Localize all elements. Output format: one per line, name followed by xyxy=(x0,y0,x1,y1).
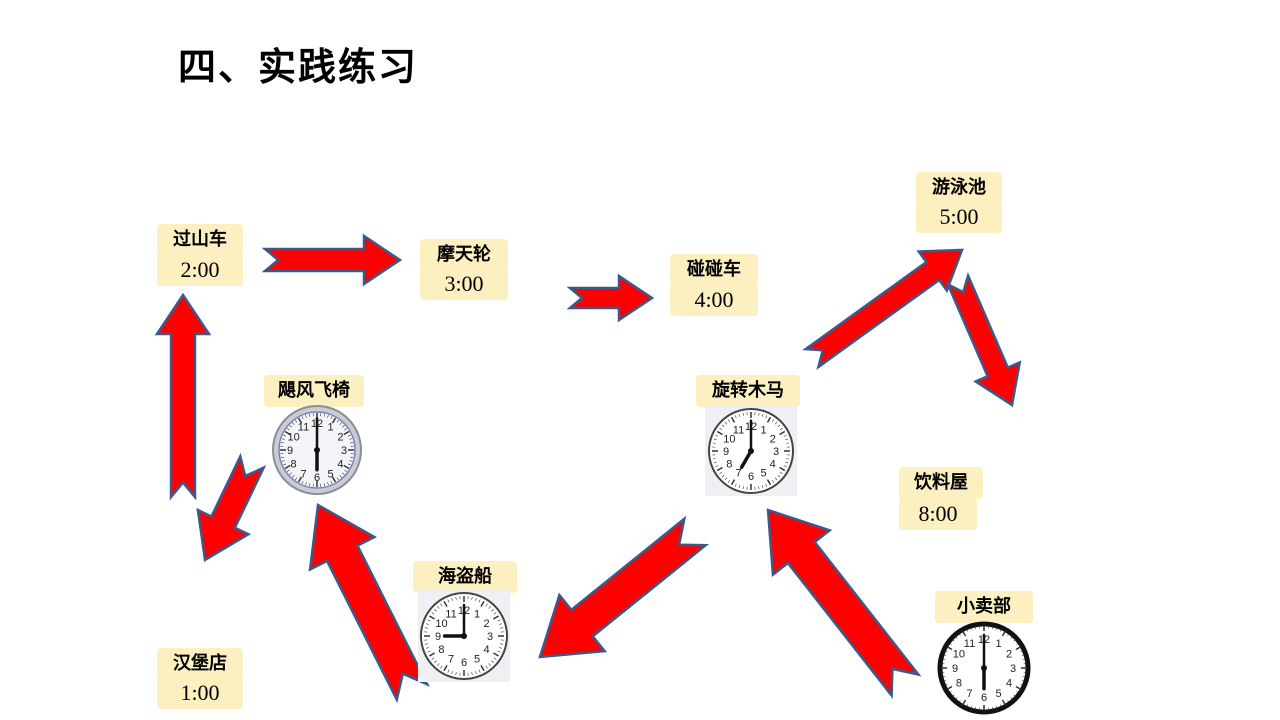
station-time: 5:00 xyxy=(916,201,1002,233)
station-label: 摩天轮 xyxy=(420,239,508,271)
station-time: 3:00 xyxy=(420,268,508,300)
svg-text:5: 5 xyxy=(474,654,480,666)
route-arrow xyxy=(154,292,212,501)
svg-text:2: 2 xyxy=(337,432,343,444)
svg-text:4: 4 xyxy=(770,459,776,471)
svg-text:10: 10 xyxy=(287,432,299,444)
svg-text:10: 10 xyxy=(953,649,965,661)
svg-text:1: 1 xyxy=(327,422,333,434)
svg-text:9: 9 xyxy=(723,446,729,458)
svg-text:7: 7 xyxy=(300,468,306,480)
route-arrow xyxy=(945,271,1022,408)
station-label: 汉堡店 xyxy=(157,648,243,680)
svg-text:5: 5 xyxy=(995,688,1001,700)
route-arrow xyxy=(538,515,710,659)
svg-text:10: 10 xyxy=(435,618,447,630)
station-label: 海盗船 xyxy=(413,561,517,593)
station-label: 过山车 xyxy=(157,224,243,256)
svg-text:6: 6 xyxy=(314,472,320,484)
svg-text:3: 3 xyxy=(341,445,347,457)
route-arrow xyxy=(261,233,403,287)
svg-text:8: 8 xyxy=(726,459,732,471)
svg-text:4: 4 xyxy=(337,459,343,471)
svg-text:6: 6 xyxy=(461,657,467,669)
svg-text:2: 2 xyxy=(483,618,489,630)
svg-text:7: 7 xyxy=(735,468,741,480)
station-label: 小卖部 xyxy=(935,591,1033,623)
svg-text:3: 3 xyxy=(773,446,779,458)
svg-text:7: 7 xyxy=(448,654,454,666)
svg-text:4: 4 xyxy=(1006,678,1012,690)
station-time: 2:00 xyxy=(157,254,243,286)
svg-text:4: 4 xyxy=(483,644,489,656)
station-time: 1:00 xyxy=(157,677,243,709)
svg-text:11: 11 xyxy=(298,422,309,434)
svg-text:9: 9 xyxy=(287,445,293,457)
route-arrow xyxy=(566,273,655,323)
svg-text:2: 2 xyxy=(1006,649,1012,661)
station-time: 8:00 xyxy=(899,498,977,530)
svg-text:5: 5 xyxy=(760,468,766,480)
svg-text:6: 6 xyxy=(981,692,987,704)
clock-icon: 123456789101112 xyxy=(272,405,362,495)
station-label: 饮料屋 xyxy=(899,467,983,499)
svg-text:6: 6 xyxy=(748,471,754,483)
svg-text:11: 11 xyxy=(964,638,975,650)
clock-icon: 123456789101112 xyxy=(705,406,797,496)
station-label: 游泳池 xyxy=(916,172,1002,204)
slide-title: 四、实践练习 xyxy=(178,44,419,89)
route-arrow xyxy=(308,502,430,704)
route-arrow xyxy=(802,248,964,370)
station-label: 旋转木马 xyxy=(696,375,800,407)
station-time: 4:00 xyxy=(670,284,758,316)
svg-text:1: 1 xyxy=(995,638,1001,650)
svg-text:2: 2 xyxy=(770,434,776,446)
svg-text:8: 8 xyxy=(438,644,444,656)
svg-text:11: 11 xyxy=(445,608,456,620)
svg-text:11: 11 xyxy=(733,424,744,436)
svg-text:3: 3 xyxy=(1010,663,1016,675)
station-label: 碰碰车 xyxy=(670,254,758,286)
svg-text:8: 8 xyxy=(291,459,297,471)
svg-text:1: 1 xyxy=(474,608,480,620)
route-arrow xyxy=(766,508,922,699)
route-arrow xyxy=(196,452,267,563)
clock-icon: 123456789101112 xyxy=(418,590,510,682)
svg-text:5: 5 xyxy=(327,468,333,480)
clock-icon: 123456789101112 xyxy=(937,621,1031,715)
svg-text:7: 7 xyxy=(966,688,972,700)
svg-text:1: 1 xyxy=(760,424,766,436)
station-label: 飓风飞椅 xyxy=(264,375,364,407)
svg-text:9: 9 xyxy=(435,631,441,643)
svg-text:9: 9 xyxy=(952,663,958,675)
svg-text:10: 10 xyxy=(723,434,735,446)
svg-text:8: 8 xyxy=(956,678,962,690)
svg-text:3: 3 xyxy=(487,631,493,643)
